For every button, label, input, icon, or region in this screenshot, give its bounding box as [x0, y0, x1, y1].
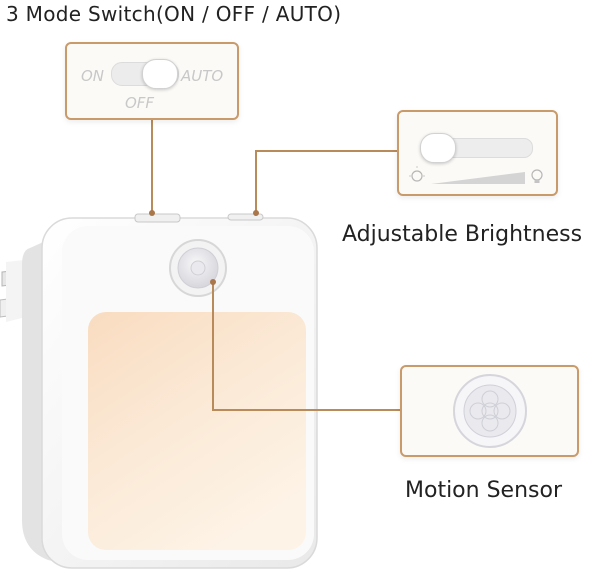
bulb-dim-icon — [409, 166, 425, 182]
motion-sensor-label: Motion Sensor — [405, 478, 562, 503]
motion-sensor — [169, 239, 227, 297]
brightness-label: Adjustable Brightness — [342, 222, 583, 247]
sensor-callout — [400, 365, 579, 457]
mode-switch-knob[interactable] — [142, 59, 178, 89]
brightness-callout — [397, 110, 558, 196]
bulb-bright-icon — [531, 169, 543, 183]
light-panel — [88, 312, 306, 550]
mode-switch-callout: ON AUTO OFF — [65, 42, 239, 120]
switch-off-label: OFF — [125, 94, 155, 112]
switch-on-label: ON — [81, 67, 105, 85]
brightness-slider-track[interactable] — [420, 133, 533, 163]
mode-switch-toggle[interactable] — [111, 59, 179, 89]
motion-sensor-icon — [453, 374, 527, 448]
brightness-wedge — [431, 172, 525, 184]
page-title: 3 Mode Switch(ON / OFF / AUTO) — [6, 2, 342, 26]
brightness-slider-knob[interactable] — [420, 133, 456, 163]
switch-auto-label: AUTO — [181, 67, 224, 85]
